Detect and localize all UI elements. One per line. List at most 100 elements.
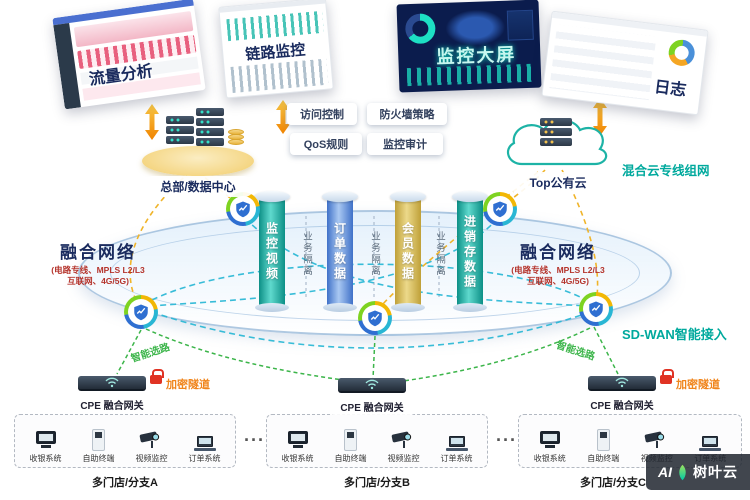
policy-audit: 监控审计: [367, 133, 443, 155]
smart-routing-label: 智能选路: [129, 341, 172, 365]
pillar-orders: 订单数据: [322, 191, 358, 312]
device-laptop: 订单系统: [432, 427, 482, 464]
pillar-inventory: 进销存数据: [452, 191, 488, 312]
bar-chart-thumbnail: [230, 58, 329, 93]
link-monitor-screenshot: 链路监控: [218, 0, 334, 99]
laptop-icon: [699, 436, 722, 451]
security-shield-badge: [483, 192, 517, 226]
datacenter-platform: [142, 146, 254, 176]
device-label: 收银系统: [281, 454, 314, 463]
policy-access-control: 访问控制: [287, 103, 357, 125]
pillar-label: 进销存数据: [462, 214, 477, 290]
device-kiosk: 自助终端: [578, 427, 628, 464]
pillar-label: 会员数据: [400, 222, 415, 282]
hybrid-cloud-annotation: 混合云专线组网: [622, 164, 710, 178]
leaf-icon: [674, 464, 691, 480]
policy-qos: QoS规则: [290, 133, 362, 155]
kiosk-icon: [92, 429, 105, 451]
fusion-subtitle-line2: 互联网、4G/5G): [527, 275, 589, 286]
logs-screenshot: 日志: [541, 10, 709, 116]
log-rows-thumbnail: [549, 24, 657, 101]
security-shield-badge: [226, 192, 260, 226]
isolation-label: 业务隔离: [301, 231, 312, 277]
panel-thumbnail: [506, 9, 534, 41]
cpe-gateway-label: CPE 融合网关: [326, 398, 418, 415]
cloud-label: Top公有云: [508, 172, 608, 193]
isolation-label: 业务隔离: [369, 231, 380, 277]
window-titlebar: [219, 0, 326, 13]
fusion-subtitle: (电路专线、MPLS L2/L3 互联网、4G/5G): [496, 265, 620, 286]
datacenter-label: 总部/数据中心: [142, 176, 254, 197]
isolation-label: 业务隔离: [434, 231, 445, 277]
branch-group-a: 收银系统 自助终端 视频监控 订单系统: [14, 414, 236, 468]
device-kiosk: 自助终端: [74, 427, 124, 464]
pillar-label: 监控视频: [264, 222, 279, 282]
kiosk-icon: [344, 429, 357, 451]
device-label: 订单系统: [440, 454, 473, 463]
device-camera: 视频监控: [127, 427, 177, 464]
security-shield-badge: [124, 295, 158, 329]
branch-name-c: 多门店/分支C: [580, 477, 646, 489]
traffic-analysis-screenshot: 流量分析: [52, 0, 206, 110]
device-label: 收银系统: [29, 454, 62, 463]
kiosk-icon: [596, 429, 610, 451]
encrypted-tunnel-label: 加密隧道: [676, 379, 720, 391]
donut-chart-thumbnail: [404, 13, 436, 45]
laptop-icon: [445, 436, 468, 451]
watermark-name: 树叶云: [693, 464, 738, 480]
monitor-dashboard-screenshot: 监控大屏: [396, 0, 542, 93]
branch-name-b: 多门店/分支B: [344, 477, 410, 489]
pillar-video: 监控视频: [254, 191, 290, 312]
laptop-icon: [193, 436, 216, 451]
device-label: 自助终端: [334, 454, 367, 463]
watermark-logo: AI: [658, 464, 672, 480]
ellipsis-separator: ···: [244, 430, 265, 450]
fusion-title: 融合网络: [520, 243, 596, 262]
policy-firewall: 防火墙策略: [367, 103, 447, 125]
device-label: 订单系统: [188, 454, 221, 463]
smart-routing-label: 智能选路: [554, 339, 597, 363]
watermark-badge: AI 树叶云: [646, 454, 750, 490]
fusion-network-left: 融合网络 (电路专线、MPLS L2/L3 互联网、4G/5G): [36, 238, 160, 286]
fusion-title: 融合网络: [60, 243, 136, 262]
cctv-camera-icon: [390, 431, 416, 451]
cctv-camera-icon: [644, 431, 669, 451]
cpe-router-icon: [338, 378, 406, 393]
cpe-router-icon: [588, 376, 656, 391]
fusion-network-right: 融合网络 (电路专线、MPLS L2/L3 互联网、4G/5G): [496, 238, 620, 286]
pos-terminal-icon: [35, 431, 57, 451]
device-pos: 收银系统: [21, 427, 71, 464]
lock-icon: [660, 369, 674, 384]
cpe-gateway-label: CPE 融合网关: [66, 396, 158, 413]
database-icon: [228, 129, 244, 145]
cpe-gateway-label: CPE 融合网关: [576, 396, 668, 413]
branch-name-a: 多门店/分支A: [92, 477, 158, 489]
sdwan-annotation: SD-WAN智能接入: [622, 327, 727, 342]
cpe-router-icon: [78, 376, 146, 391]
cctv-camera-icon: [138, 431, 164, 451]
pillar-label: 订单数据: [332, 222, 347, 282]
device-pos: 收银系统: [525, 427, 575, 464]
fusion-subtitle-line1: (电路专线、MPLS L2/L3: [51, 265, 145, 275]
fusion-subtitle-line2: 互联网、4G/5G): [67, 275, 129, 286]
ellipsis-separator: ···: [496, 430, 517, 450]
fusion-subtitle-line1: (电路专线、MPLS L2/L3: [511, 265, 605, 275]
server-rack-icon: [196, 108, 224, 148]
pos-terminal-icon: [539, 431, 561, 451]
device-pos: 收银系统: [273, 427, 323, 464]
device-camera: 视频监控: [379, 427, 429, 464]
device-label: 视频监控: [135, 454, 168, 463]
fusion-subtitle: (电路专线、MPLS L2/L3 互联网、4G/5G): [36, 265, 160, 286]
device-label: 收银系统: [533, 454, 566, 463]
cloud-server-rack-icon: [540, 118, 572, 148]
screen-title-logs: 日志: [653, 78, 688, 100]
device-label: 自助终端: [82, 454, 115, 463]
server-rack-icon: [166, 116, 194, 146]
bar-chart-thumbnail: [226, 10, 324, 42]
device-kiosk: 自助终端: [326, 427, 376, 464]
lock-icon: [150, 369, 164, 384]
device-label: 自助终端: [587, 454, 620, 463]
security-shield-badge: [579, 292, 613, 326]
encrypted-tunnel-label: 加密隧道: [166, 379, 210, 391]
